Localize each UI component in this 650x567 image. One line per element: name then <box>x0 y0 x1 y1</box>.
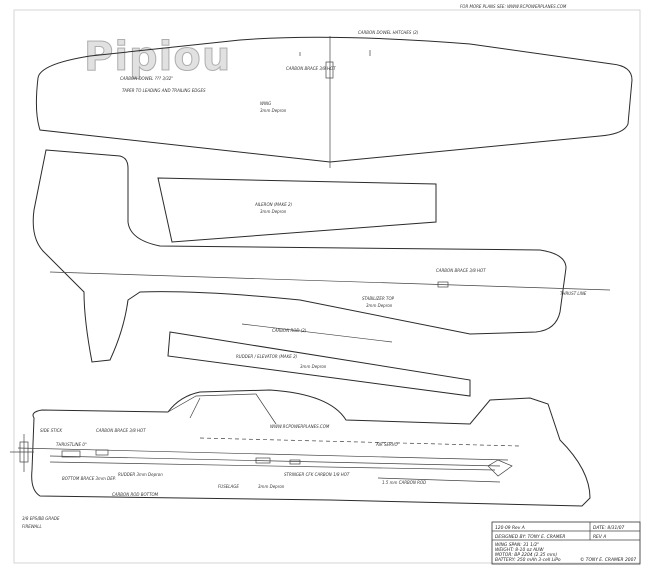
fuselage-thrustline: THRUSTLINE 0° <box>56 442 87 447</box>
fuselage-carbon-brace: CARBON BRACE 3/8 HOT <box>96 428 146 433</box>
stab-material: 3mm Depron <box>366 303 393 308</box>
wing-hatches-note: CARBON DOWEL HATCHES (2) <box>358 30 419 35</box>
wing-material: 3mm Depron <box>260 108 287 113</box>
title-block-battery: BATTERY: 350 mAh 3-cell LiPo <box>495 557 561 563</box>
watermark: Pipiou <box>83 34 232 81</box>
stab-name: STABILIZER TOP <box>362 296 395 301</box>
elevator-name: RUDDER / ELEVATOR (MAKE 2) <box>236 354 298 359</box>
title-block-weight: WEIGHT: 8-10 oz AUW <box>495 547 544 553</box>
fuselage-name: FUSELAGE <box>218 484 239 489</box>
title-block-wingspan: WING SPAN: 31 1/2" <box>495 542 539 548</box>
stab-dim-note: THRUST LINE <box>560 291 587 296</box>
header-note: FOR MORE PLANS SEE: WWW.RCPOWERPLANES.CO… <box>460 4 567 9</box>
fuselage-side-stick: SIDE STICK <box>40 428 63 433</box>
wing-part: CARBON DOWEL ??? 3/32" TAPER TO LEADING … <box>35 30 633 168</box>
fuselage-air-servo: AIR SERVO <box>375 442 398 447</box>
fuselage-website: WWW.RCPOWERPLANES.COM <box>270 424 330 429</box>
title-block-date: DATE: 8/31/07 <box>593 525 625 531</box>
wing-taper-note: TAPER TO LEADING AND TRAILING EDGES <box>122 88 206 93</box>
stab-carbon-rod: CARBON ROD (2) <box>272 328 307 333</box>
wing-name: WING <box>260 101 271 106</box>
fuselage-carbon-bottom: CARBON ROD BOTTOM <box>112 492 159 497</box>
fuselage-rudder-note: RUDDER 3mm Depron <box>118 472 163 477</box>
aileron-part: AILERON (MAKE 2) 3mm Depron <box>157 177 437 243</box>
fuselage-motor-note: 3/8 EPS/BB GRADE <box>22 516 60 521</box>
fuselage-carbon-rod: 1.5 mm CARBON ROD <box>382 480 426 485</box>
title-block-copyright: © TONY E. CRAMER 2007 <box>580 556 636 563</box>
aileron-name: AILERON (MAKE 2) <box>254 202 293 207</box>
elevator-part: RUDDER / ELEVATOR (MAKE 2) 3mm Depron <box>167 331 471 397</box>
fuselage-bottom-note: BOTTOM BRACE 3mm DEP. <box>62 476 116 481</box>
fuselage-stringer: STRINGER CFK CARBON 1/8 HOT <box>284 472 350 477</box>
title-block-title: 120-09 Rev A <box>495 525 525 531</box>
title-block-designer: DESIGNED BY: TONY E. CRAMER <box>495 534 565 540</box>
fuselage-firewall: FIREWALL <box>22 524 42 529</box>
fuselage-material: 3mm Depron <box>258 484 285 489</box>
stab-part: CARBON BRACE 3/8 HOT STABILIZER TOP 3mm … <box>32 149 611 363</box>
aileron-material: 3mm Depron <box>260 209 287 214</box>
sheet-border <box>13 9 641 564</box>
wing-carbon-brace: CARBON BRACE 3/8 HOT <box>286 66 336 71</box>
title-block-rev: REV A <box>593 534 606 540</box>
wing-carbon-dowel: CARBON DOWEL ??? 3/32" <box>120 76 173 81</box>
title-block: 120-09 Rev A DATE: 8/31/07 DESIGNED BY: … <box>491 521 641 565</box>
title-block-motor: MOTOR: BP 2204 (2.35 mm) <box>495 552 557 558</box>
elevator-material: 3mm Depron <box>300 364 327 369</box>
stab-carbon-brace: CARBON BRACE 3/8 HOT <box>436 268 486 273</box>
fuselage-part: WWW.RCPOWERPLANES.COM SIDE STICK THRUSTL… <box>10 389 591 529</box>
